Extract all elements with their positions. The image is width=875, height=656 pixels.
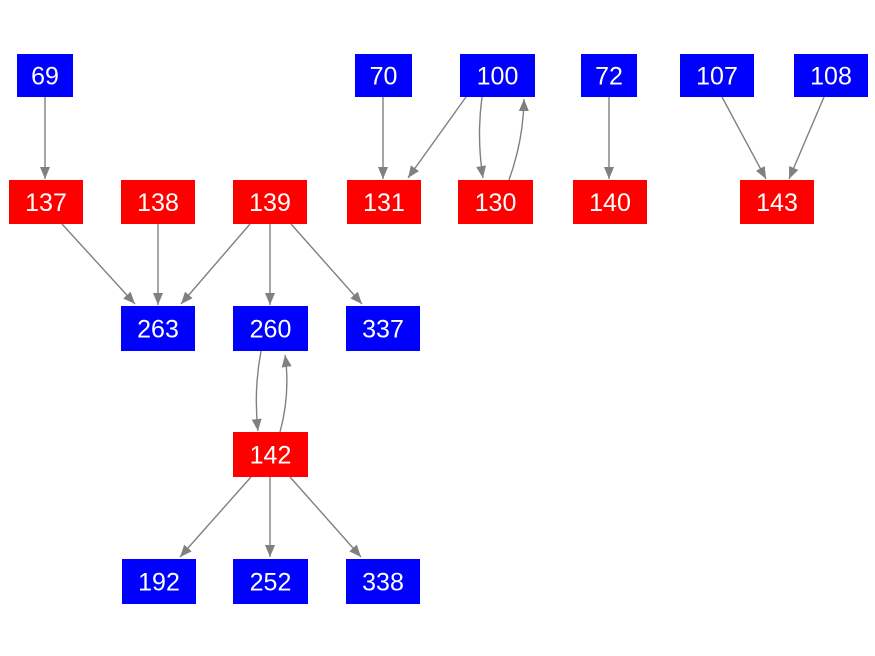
node-100: 100 [460,54,535,97]
node-337: 337 [346,306,420,351]
node-138: 138 [121,180,195,224]
node-140: 140 [573,180,647,224]
node-box-107 [680,54,754,97]
node-69: 69 [17,54,73,97]
node-box-337 [346,306,420,351]
node-box-137 [9,180,83,224]
node-box-263 [121,306,195,351]
edge-139-337 [290,223,363,305]
node-142: 142 [233,432,308,477]
node-107: 107 [680,54,754,97]
node-box-108 [794,54,868,97]
edge-108-143 [788,96,825,180]
node-box-142 [233,432,308,477]
node-box-139 [233,180,307,224]
node-box-252 [233,559,308,604]
node-box-143 [740,180,814,224]
node-box-100 [460,54,535,97]
node-box-69 [17,54,73,97]
edge-142-192 [179,476,252,558]
node-192: 192 [122,559,196,604]
node-260: 260 [233,306,308,351]
node-252: 252 [233,559,308,604]
edges-layer [40,96,825,558]
edge-142-260 [279,354,292,433]
edge-260-142 [251,350,262,432]
node-137: 137 [9,180,83,224]
edge-107-143 [721,96,767,180]
edge-130-100 [508,98,529,181]
node-box-192 [122,559,196,604]
node-72: 72 [581,54,637,97]
node-263: 263 [121,306,195,351]
node-box-72 [581,54,637,97]
node-box-130 [458,180,533,224]
edge-142-338 [289,476,362,558]
node-139: 139 [233,180,307,224]
node-box-138 [121,180,195,224]
node-338: 338 [346,559,420,604]
node-box-140 [573,180,647,224]
node-box-131 [347,180,421,224]
edge-100-131 [407,96,467,179]
node-108: 108 [794,54,868,97]
node-130: 130 [458,180,533,224]
node-box-338 [346,559,420,604]
edge-137-263 [61,223,136,305]
edge-100-130 [476,96,487,179]
edge-139-263 [180,223,251,305]
node-box-260 [233,306,308,351]
node-70: 70 [355,54,412,97]
node-box-70 [355,54,412,97]
node-131: 131 [347,180,421,224]
node-143: 143 [740,180,814,224]
